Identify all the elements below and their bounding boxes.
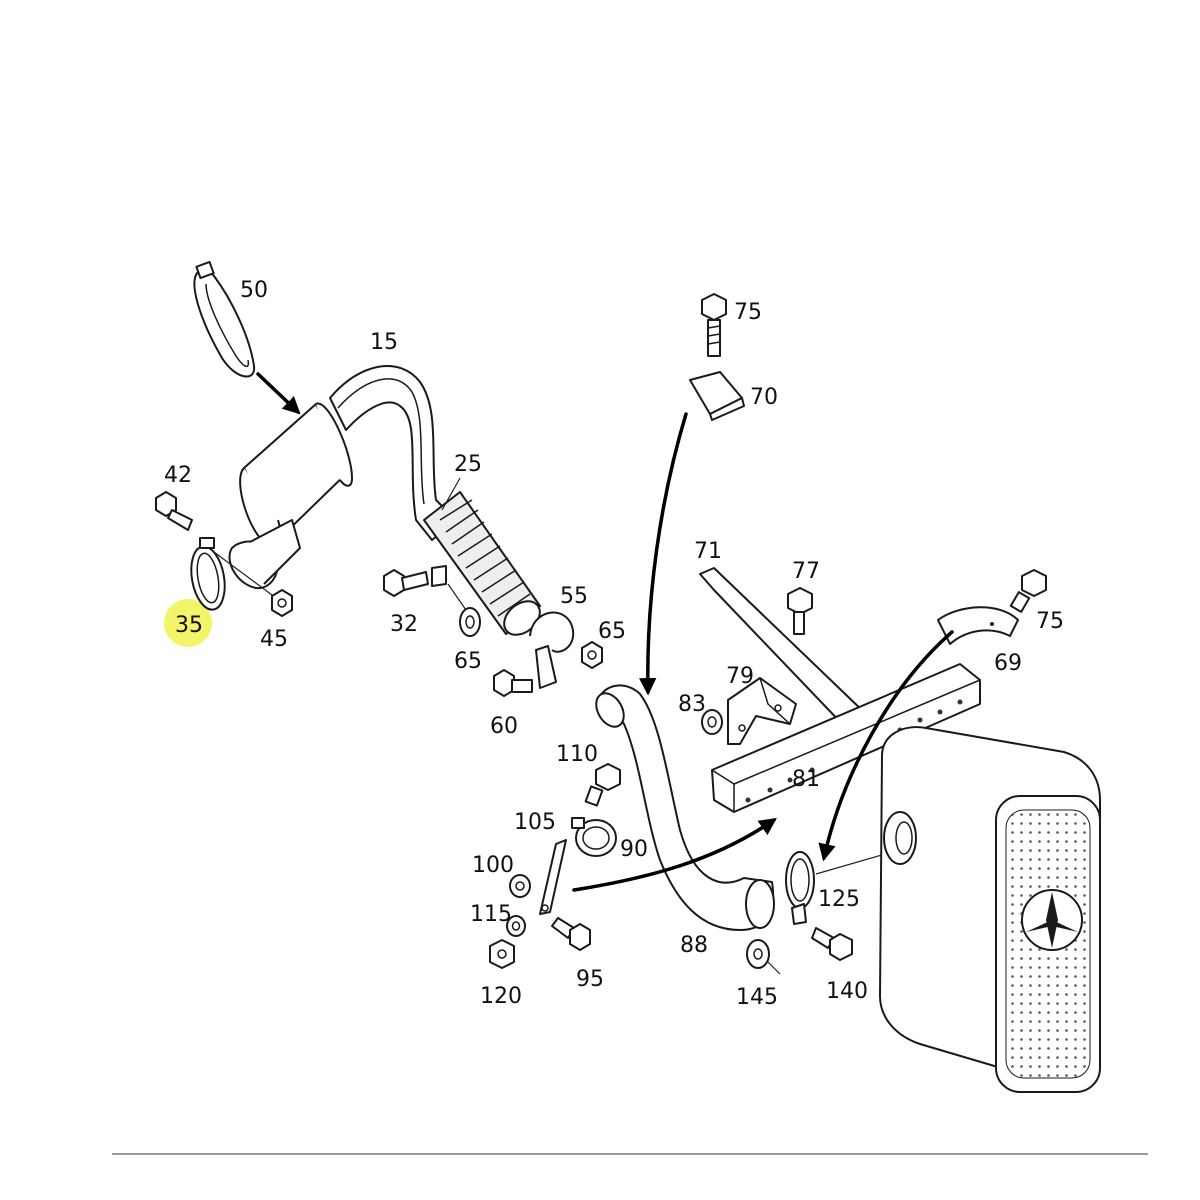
label-55[interactable]: 55: [560, 584, 588, 609]
part-145-washer[interactable]: [746, 939, 770, 969]
label-100[interactable]: 100: [472, 853, 514, 878]
label-65-left[interactable]: 65: [454, 649, 482, 674]
part-88-tail-pipe[interactable]: [591, 684, 775, 931]
label-50[interactable]: 50: [240, 278, 268, 303]
label-69[interactable]: 69: [994, 651, 1022, 676]
part-120-nut[interactable]: [489, 939, 515, 969]
part-35-clamp[interactable]: [187, 537, 230, 612]
label-42[interactable]: 42: [164, 463, 192, 488]
label-15[interactable]: 15: [370, 330, 398, 355]
label-35[interactable]: 35: [175, 613, 203, 638]
label-75-right[interactable]: 75: [1036, 609, 1064, 634]
label-65-right[interactable]: 65: [598, 619, 626, 644]
part-79-bracket[interactable]: [727, 677, 797, 745]
part-83-washer[interactable]: [701, 709, 723, 735]
label-90[interactable]: 90: [620, 837, 648, 862]
label-77[interactable]: 77: [792, 559, 820, 584]
part-55-pipe-clamp[interactable]: [529, 611, 575, 689]
label-70[interactable]: 70: [750, 385, 778, 410]
part-105-bracket[interactable]: [539, 839, 567, 915]
label-125[interactable]: 125: [818, 887, 860, 912]
part-60-bolt[interactable]: [493, 669, 533, 697]
rear-muffler: [879, 726, 1101, 1093]
part-75-bolt-top[interactable]: [701, 293, 727, 357]
highlight-marker: [164, 599, 212, 647]
part-50-band-clamp[interactable]: [193, 260, 256, 378]
label-120[interactable]: 120: [480, 984, 522, 1009]
label-45[interactable]: 45: [260, 627, 288, 652]
part-32-bolt[interactable]: [383, 565, 447, 597]
part-65-washer-left[interactable]: [459, 607, 481, 637]
part-75-bolt-right[interactable]: [1009, 569, 1047, 613]
part-15-front-muffler[interactable]: [228, 365, 457, 590]
label-32[interactable]: 32: [390, 612, 418, 637]
label-60[interactable]: 60: [490, 714, 518, 739]
part-115-washer[interactable]: [506, 915, 526, 937]
part-65-nut-right[interactable]: [581, 641, 603, 669]
label-110[interactable]: 110: [556, 742, 598, 767]
label-75-top[interactable]: 75: [734, 300, 762, 325]
part-labels: 50 15 25 42 35 45 32 65 55 65 60 75 70 7…: [164, 278, 1064, 1010]
part-70-bracket[interactable]: [689, 371, 745, 421]
part-100-washer[interactable]: [509, 874, 531, 898]
label-25[interactable]: 25: [454, 452, 482, 477]
part-69-heat-shield[interactable]: [937, 606, 1019, 645]
part-45-nut[interactable]: [271, 589, 293, 617]
label-115[interactable]: 115: [470, 902, 512, 927]
part-140-bolt[interactable]: [811, 927, 853, 961]
label-140[interactable]: 140: [826, 979, 868, 1004]
label-105[interactable]: 105: [514, 810, 556, 835]
label-95[interactable]: 95: [576, 967, 604, 992]
part-95-bolt[interactable]: [551, 917, 591, 951]
label-83[interactable]: 83: [678, 692, 706, 717]
part-90-clamp[interactable]: [571, 817, 617, 857]
label-81[interactable]: 81: [792, 767, 820, 792]
part-77-bolt[interactable]: [787, 587, 813, 635]
part-42-bolt[interactable]: [155, 491, 193, 531]
label-88[interactable]: 88: [680, 933, 708, 958]
part-110-bolt[interactable]: [584, 763, 621, 807]
label-79[interactable]: 79: [726, 664, 754, 689]
frame-rail: [711, 663, 981, 813]
label-71[interactable]: 71: [694, 539, 722, 564]
part-125-clamp[interactable]: [785, 851, 815, 925]
label-145[interactable]: 145: [736, 985, 778, 1010]
part-25-flex-pipe[interactable]: [423, 491, 546, 642]
